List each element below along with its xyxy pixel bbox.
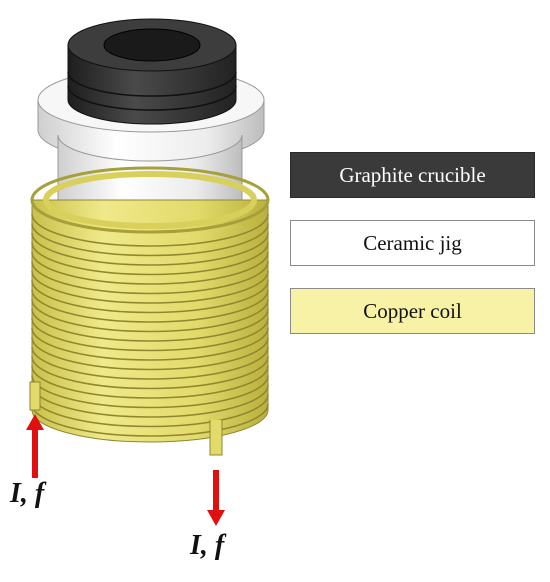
coil-lead-out (209, 420, 223, 456)
coil-turn (31, 261, 269, 295)
coil-turn (31, 327, 269, 361)
coil-lead-in (29, 381, 41, 411)
current-out-arrow (207, 470, 225, 526)
current-in-arrow (26, 414, 44, 478)
graphite-crucible (67, 18, 237, 125)
coil-turn (31, 318, 269, 352)
coil-turn (31, 223, 269, 257)
current-out-label: I, f (190, 530, 225, 561)
coil-turn (31, 384, 269, 418)
coil-turn (31, 232, 269, 266)
coil-turn (31, 299, 269, 333)
coil-turn (31, 346, 269, 380)
coil-turn (31, 375, 269, 409)
coil-turn (31, 308, 269, 342)
coil-turn (31, 289, 269, 323)
coil-turn (31, 403, 269, 437)
current-in-label: I, f (10, 478, 45, 509)
coil-turn (31, 251, 269, 285)
legend-copper-label: Copper coil (363, 298, 462, 323)
copper-coil (30, 166, 270, 443)
coil-turn (31, 394, 269, 428)
coil-turn (31, 270, 269, 304)
legend-ceramic-jig: Ceramic jig (290, 220, 535, 266)
coil-turn (31, 365, 269, 399)
coil-turn (31, 242, 269, 276)
legend-copper-coil: Copper coil (290, 288, 535, 334)
legend-graphite-label: Graphite crucible (339, 162, 486, 187)
coil-turn (31, 337, 269, 371)
coil-turn (31, 280, 269, 314)
coil-turn (31, 356, 269, 390)
coil-turn (31, 213, 269, 247)
legend-graphite-crucible: Graphite crucible (290, 152, 535, 198)
legend-ceramic-label: Ceramic jig (363, 230, 462, 255)
